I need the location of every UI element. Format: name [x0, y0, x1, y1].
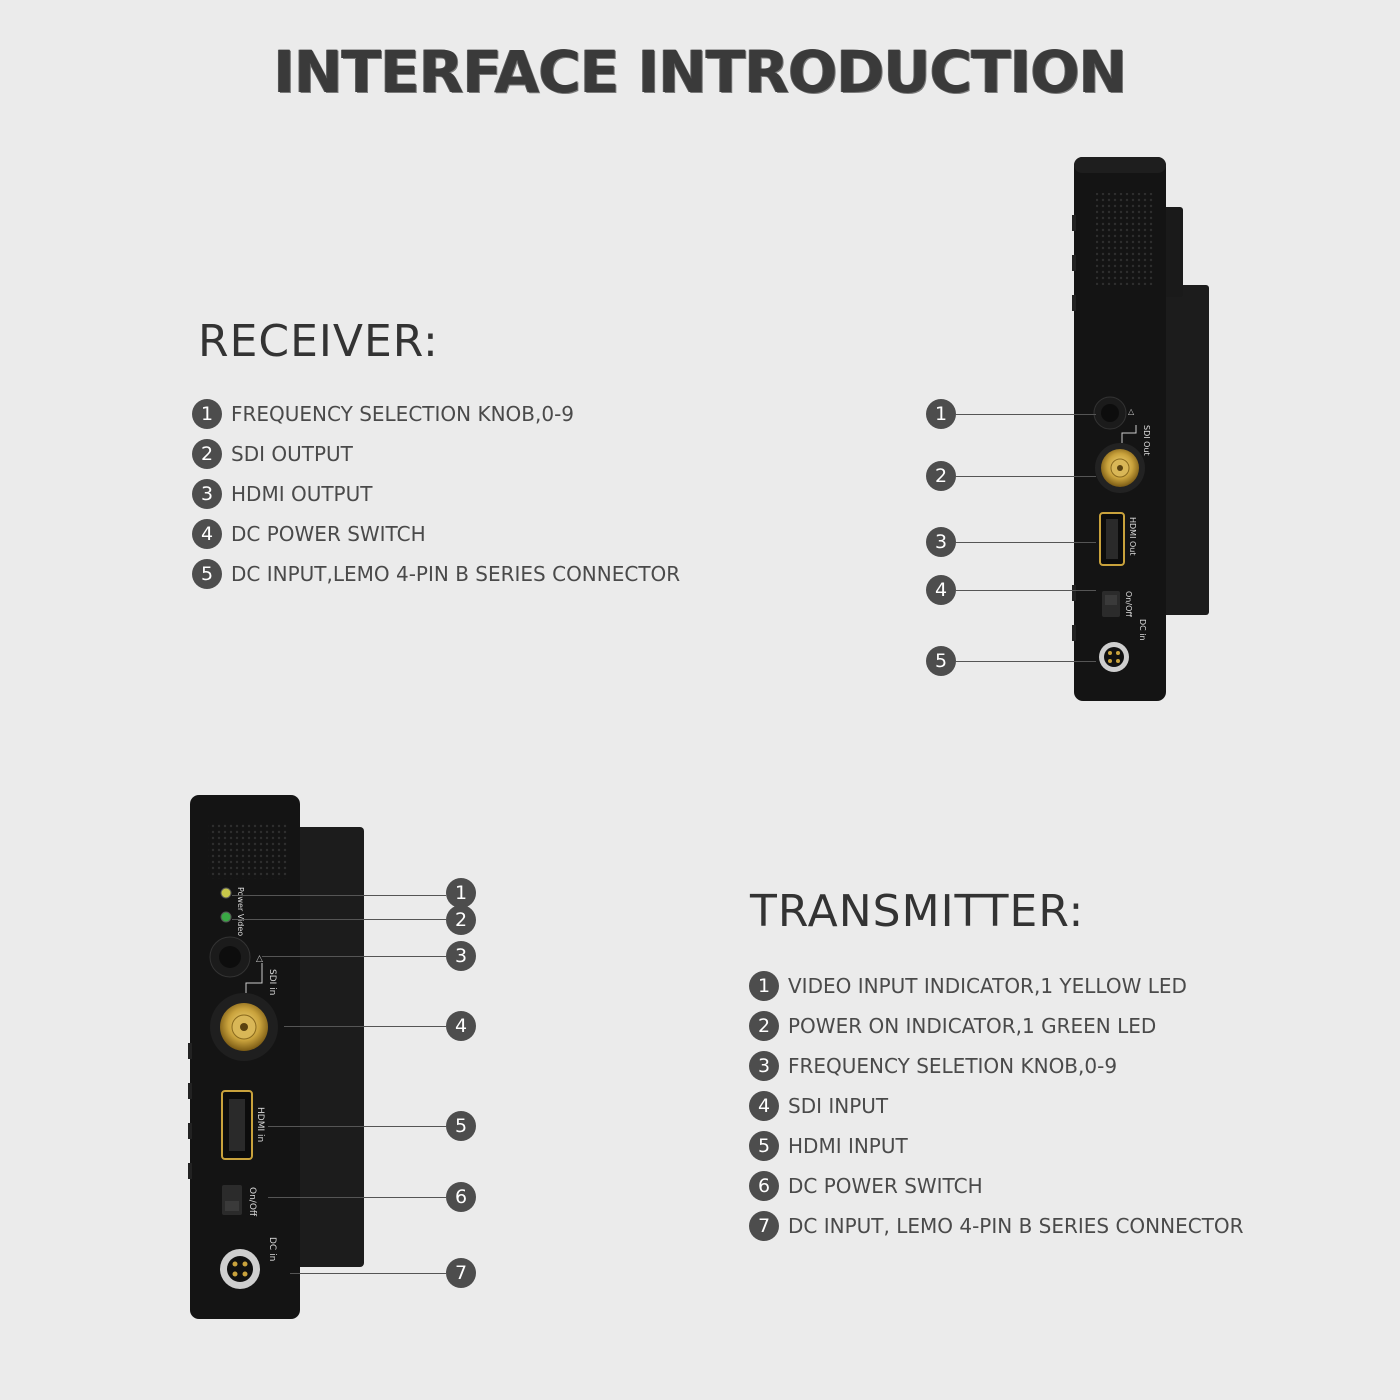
svg-text:DC in: DC in [1138, 619, 1147, 641]
sdi-out-label: SDI Out [1142, 425, 1151, 456]
feature-label: DC INPUT,LEMO 4-PIN B SERIES CONNECTOR [231, 562, 681, 586]
svg-text:DC in: DC in [267, 1237, 277, 1261]
transmitter-heading: TRANSMITTER: [750, 886, 1085, 937]
list-item: 4 DC POWER SWITCH [192, 514, 680, 554]
svg-text:SDI in: SDI in [267, 969, 277, 995]
feature-label: SDI OUTPUT [231, 442, 353, 466]
number-badge: 4 [192, 519, 222, 549]
number-badge: 1 [749, 971, 779, 1001]
number-badge: 2 [192, 439, 222, 469]
feature-label: HDMI INPUT [788, 1134, 908, 1158]
list-item: 6 DC POWER SWITCH [749, 1166, 1244, 1206]
svg-text:Power Video: Power Video [236, 887, 245, 936]
svg-text:On/Off: On/Off [1124, 591, 1133, 617]
list-item: 2 SDI OUTPUT [192, 434, 680, 474]
receiver-heading: RECEIVER: [198, 316, 439, 367]
number-badge: 4 [749, 1091, 779, 1121]
list-item: 5 DC INPUT,LEMO 4-PIN B SERIES CONNECTOR [192, 554, 680, 594]
number-badge: 1 [192, 399, 222, 429]
svg-text:HDMI in: HDMI in [255, 1107, 265, 1142]
list-item: 7 DC INPUT, LEMO 4-PIN B SERIES CONNECTOR [749, 1206, 1244, 1246]
number-badge: 3 [749, 1051, 779, 1081]
receiver-device-image: △ SDI Out HDMI Out On/Off DC in [1072, 157, 1209, 701]
number-badge: 7 [749, 1211, 779, 1241]
transmitter-device-image: Power Video △ SDI in HDMI in On/Off DC i… [188, 795, 364, 1319]
feature-label: DC POWER SWITCH [231, 522, 426, 546]
number-badge: 5 [192, 559, 222, 589]
page-title: INTERFACE INTRODUCTION [273, 38, 1128, 106]
list-item: 4 SDI INPUT [749, 1086, 1244, 1126]
transmitter-feature-list: 1 VIDEO INPUT INDICATOR,1 YELLOW LED 2 POW… [749, 966, 1244, 1246]
svg-text:△: △ [1128, 407, 1135, 416]
feature-label: VIDEO INPUT INDICATOR,1 YELLOW LED [788, 974, 1187, 998]
list-item: 3 FREQUENCY SELETION KNOB,0-9 [749, 1046, 1244, 1086]
number-badge: 6 [749, 1171, 779, 1201]
number-badge: 3 [192, 479, 222, 509]
feature-label: FREQUENCY SELECTION KNOB,0-9 [231, 402, 575, 426]
feature-label: DC INPUT, LEMO 4-PIN B SERIES CONNECTOR [788, 1214, 1244, 1238]
number-badge: 5 [749, 1131, 779, 1161]
feature-label: SDI INPUT [788, 1094, 889, 1118]
list-item: 5 HDMI INPUT [749, 1126, 1244, 1166]
list-item: 1 FREQUENCY SELECTION KNOB,0-9 [192, 394, 680, 434]
list-item: 3 HDMI OUTPUT [192, 474, 680, 514]
svg-text:HDMI Out: HDMI Out [1128, 517, 1137, 555]
svg-text:△: △ [256, 954, 263, 964]
receiver-feature-list: 1 FREQUENCY SELECTION KNOB,0-9 2 SDI OUTPU… [192, 394, 680, 594]
feature-label: HDMI OUTPUT [231, 482, 373, 506]
number-badge: 2 [749, 1011, 779, 1041]
list-item: 2 POWER ON INDICATOR,1 GREEN LED [749, 1006, 1244, 1046]
feature-label: FREQUENCY SELETION KNOB,0-9 [788, 1054, 1118, 1078]
svg-text:On/Off: On/Off [247, 1187, 257, 1217]
feature-label: POWER ON INDICATOR,1 GREEN LED [788, 1014, 1157, 1038]
list-item: 1 VIDEO INPUT INDICATOR,1 YELLOW LED [749, 966, 1244, 1006]
feature-label: DC POWER SWITCH [788, 1174, 983, 1198]
